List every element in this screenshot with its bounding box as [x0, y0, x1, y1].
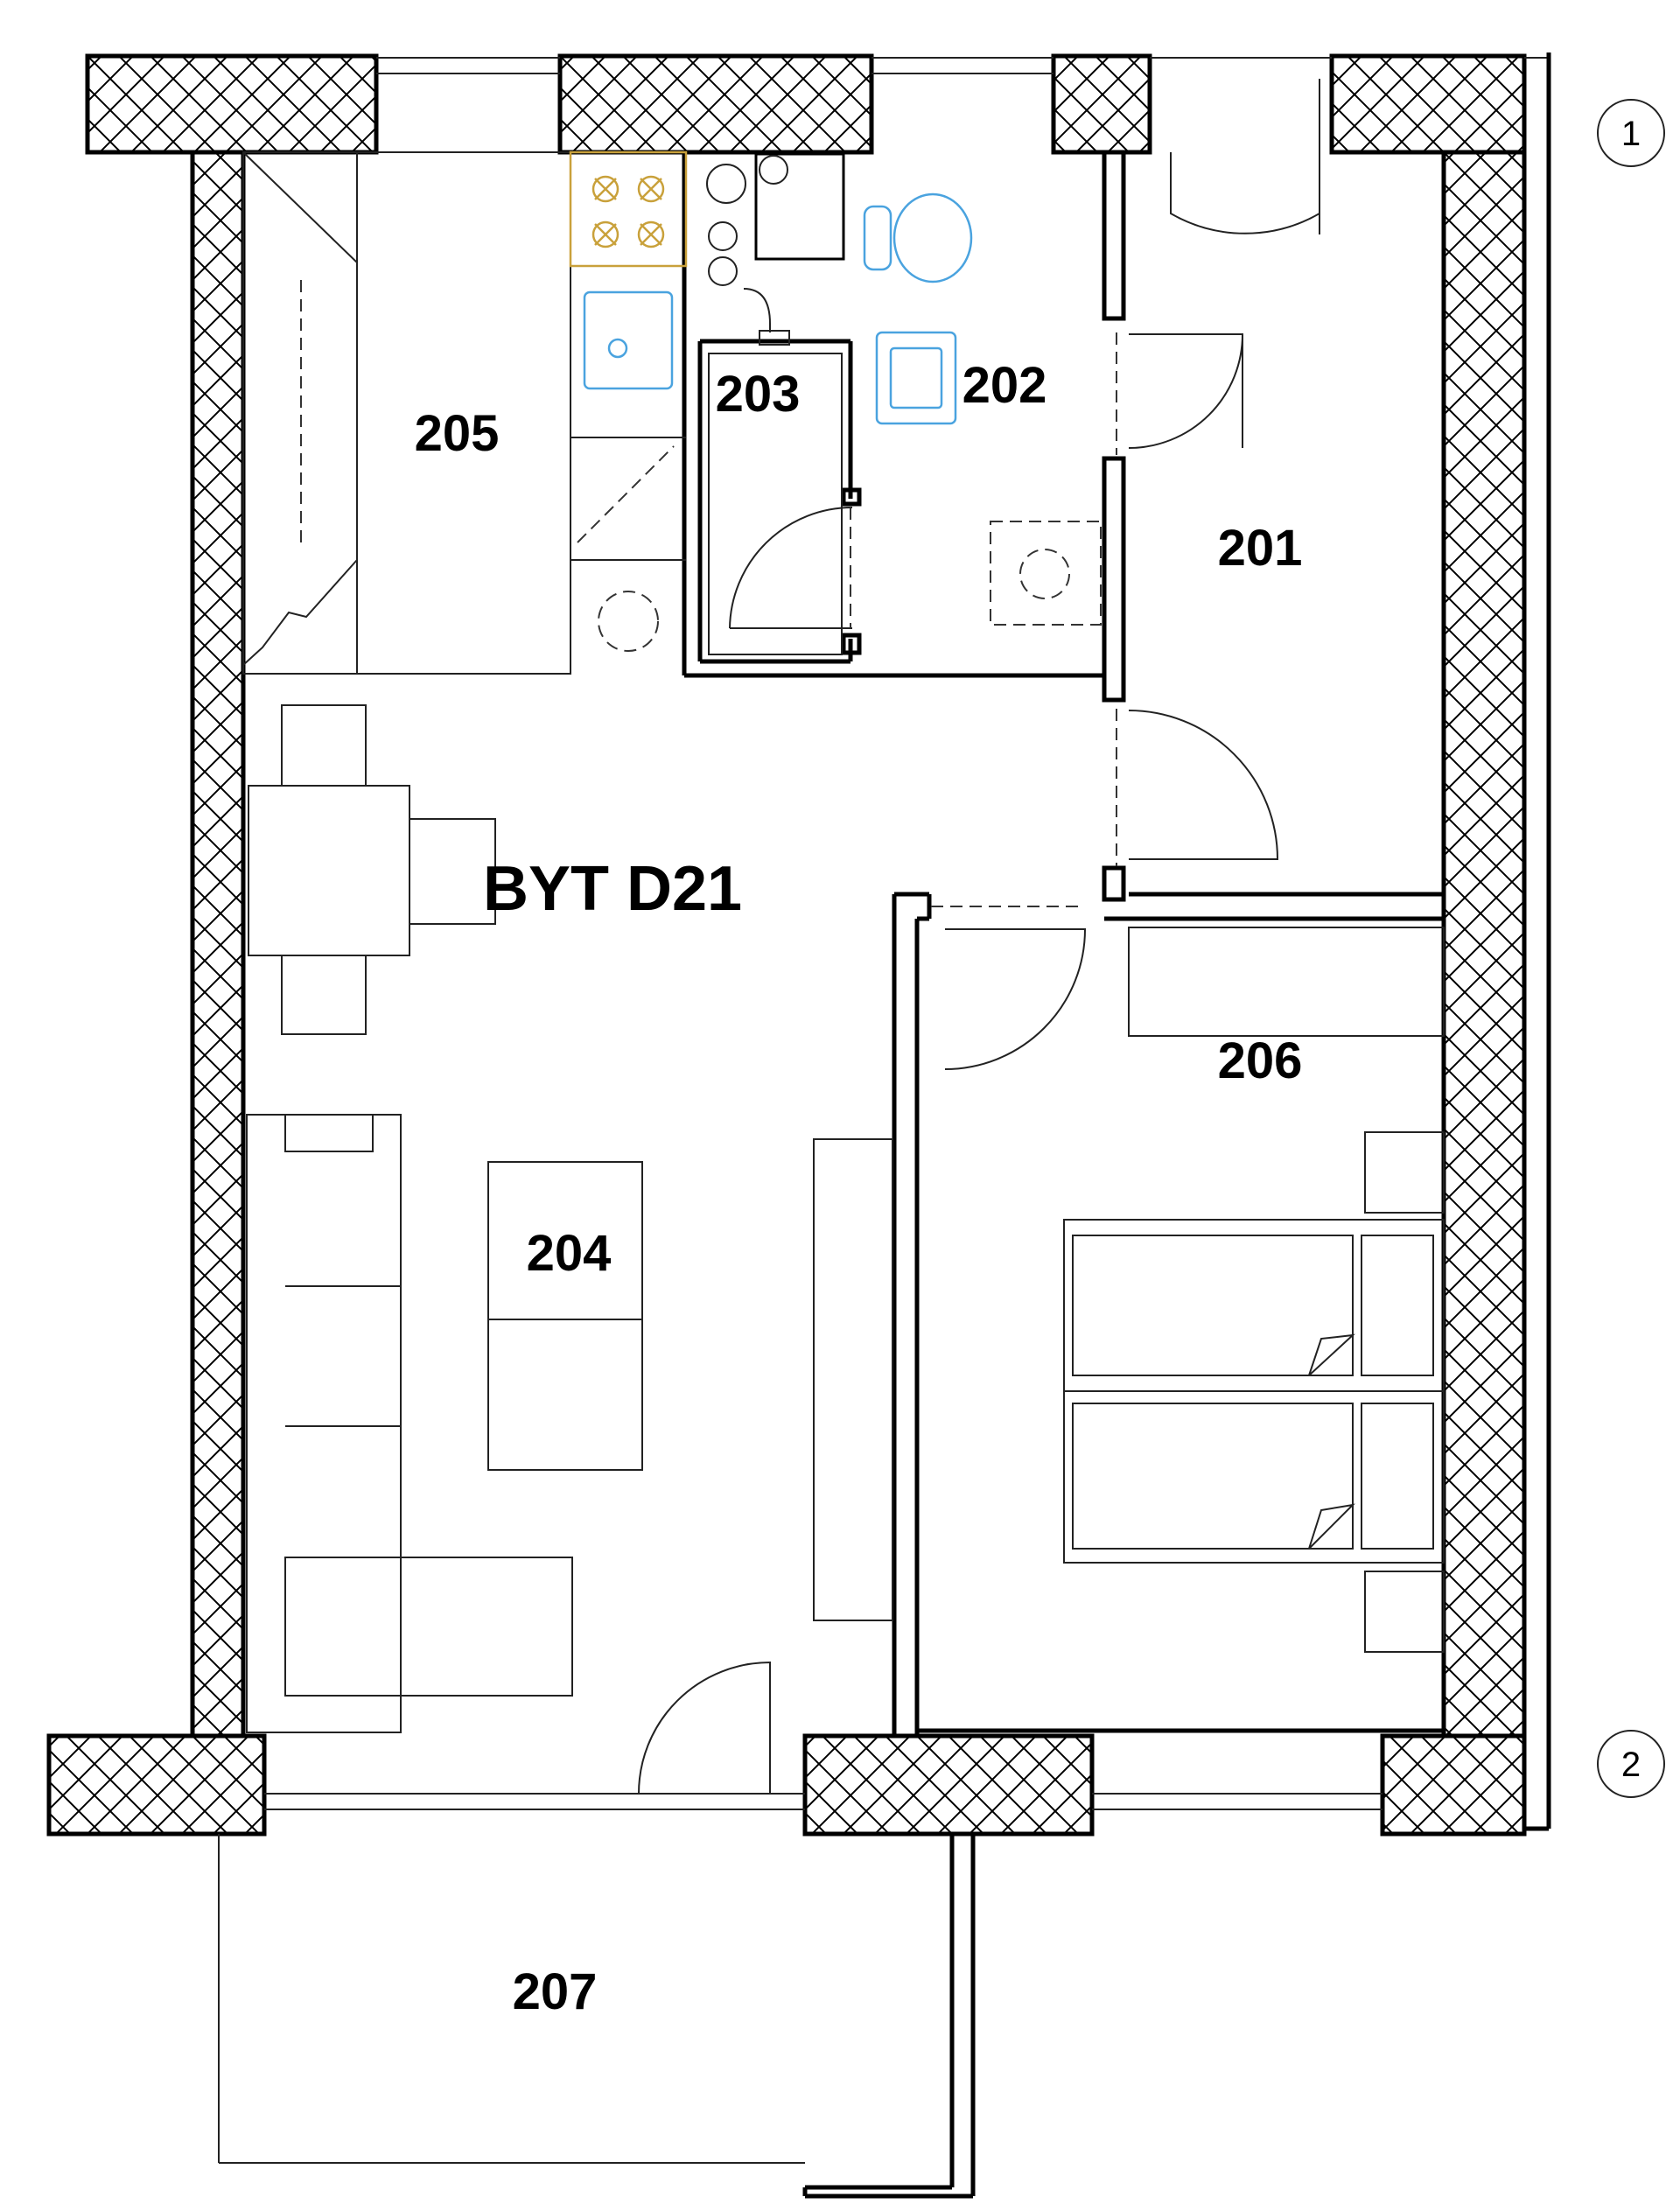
- room-label-207: 207: [513, 1963, 598, 2020]
- room-label-202: 202: [962, 357, 1047, 414]
- room-label-201: 201: [1218, 520, 1303, 577]
- room-label-203: 203: [716, 366, 801, 423]
- grid-axis-2-circle: [1597, 1730, 1665, 1798]
- room-label-204: 204: [527, 1225, 612, 1282]
- room-label-206: 206: [1218, 1032, 1303, 1089]
- doors: [638, 79, 1320, 1795]
- room-label-205: 205: [415, 405, 500, 462]
- kitchen-fixtures: [242, 150, 688, 675]
- grid-axis-1-label: 1: [1621, 115, 1641, 153]
- facade-lines: [264, 52, 1551, 1831]
- room-labels: 205 203 202 201 206 204 207 BYT D21: [415, 357, 1303, 2020]
- interior-walls: [218, 150, 1446, 2199]
- apartment-label: BYT D21: [483, 854, 742, 924]
- bedroom-furniture: [1063, 927, 1445, 1653]
- grid-axis-markers: 1 2: [1597, 99, 1665, 1798]
- structural-walls: [46, 53, 1527, 1837]
- bathroom-fixtures: [706, 152, 1102, 655]
- living-furniture: [246, 704, 893, 1733]
- grid-axis-2-label: 2: [1621, 1746, 1641, 1784]
- grid-axis-1-circle: [1597, 99, 1665, 167]
